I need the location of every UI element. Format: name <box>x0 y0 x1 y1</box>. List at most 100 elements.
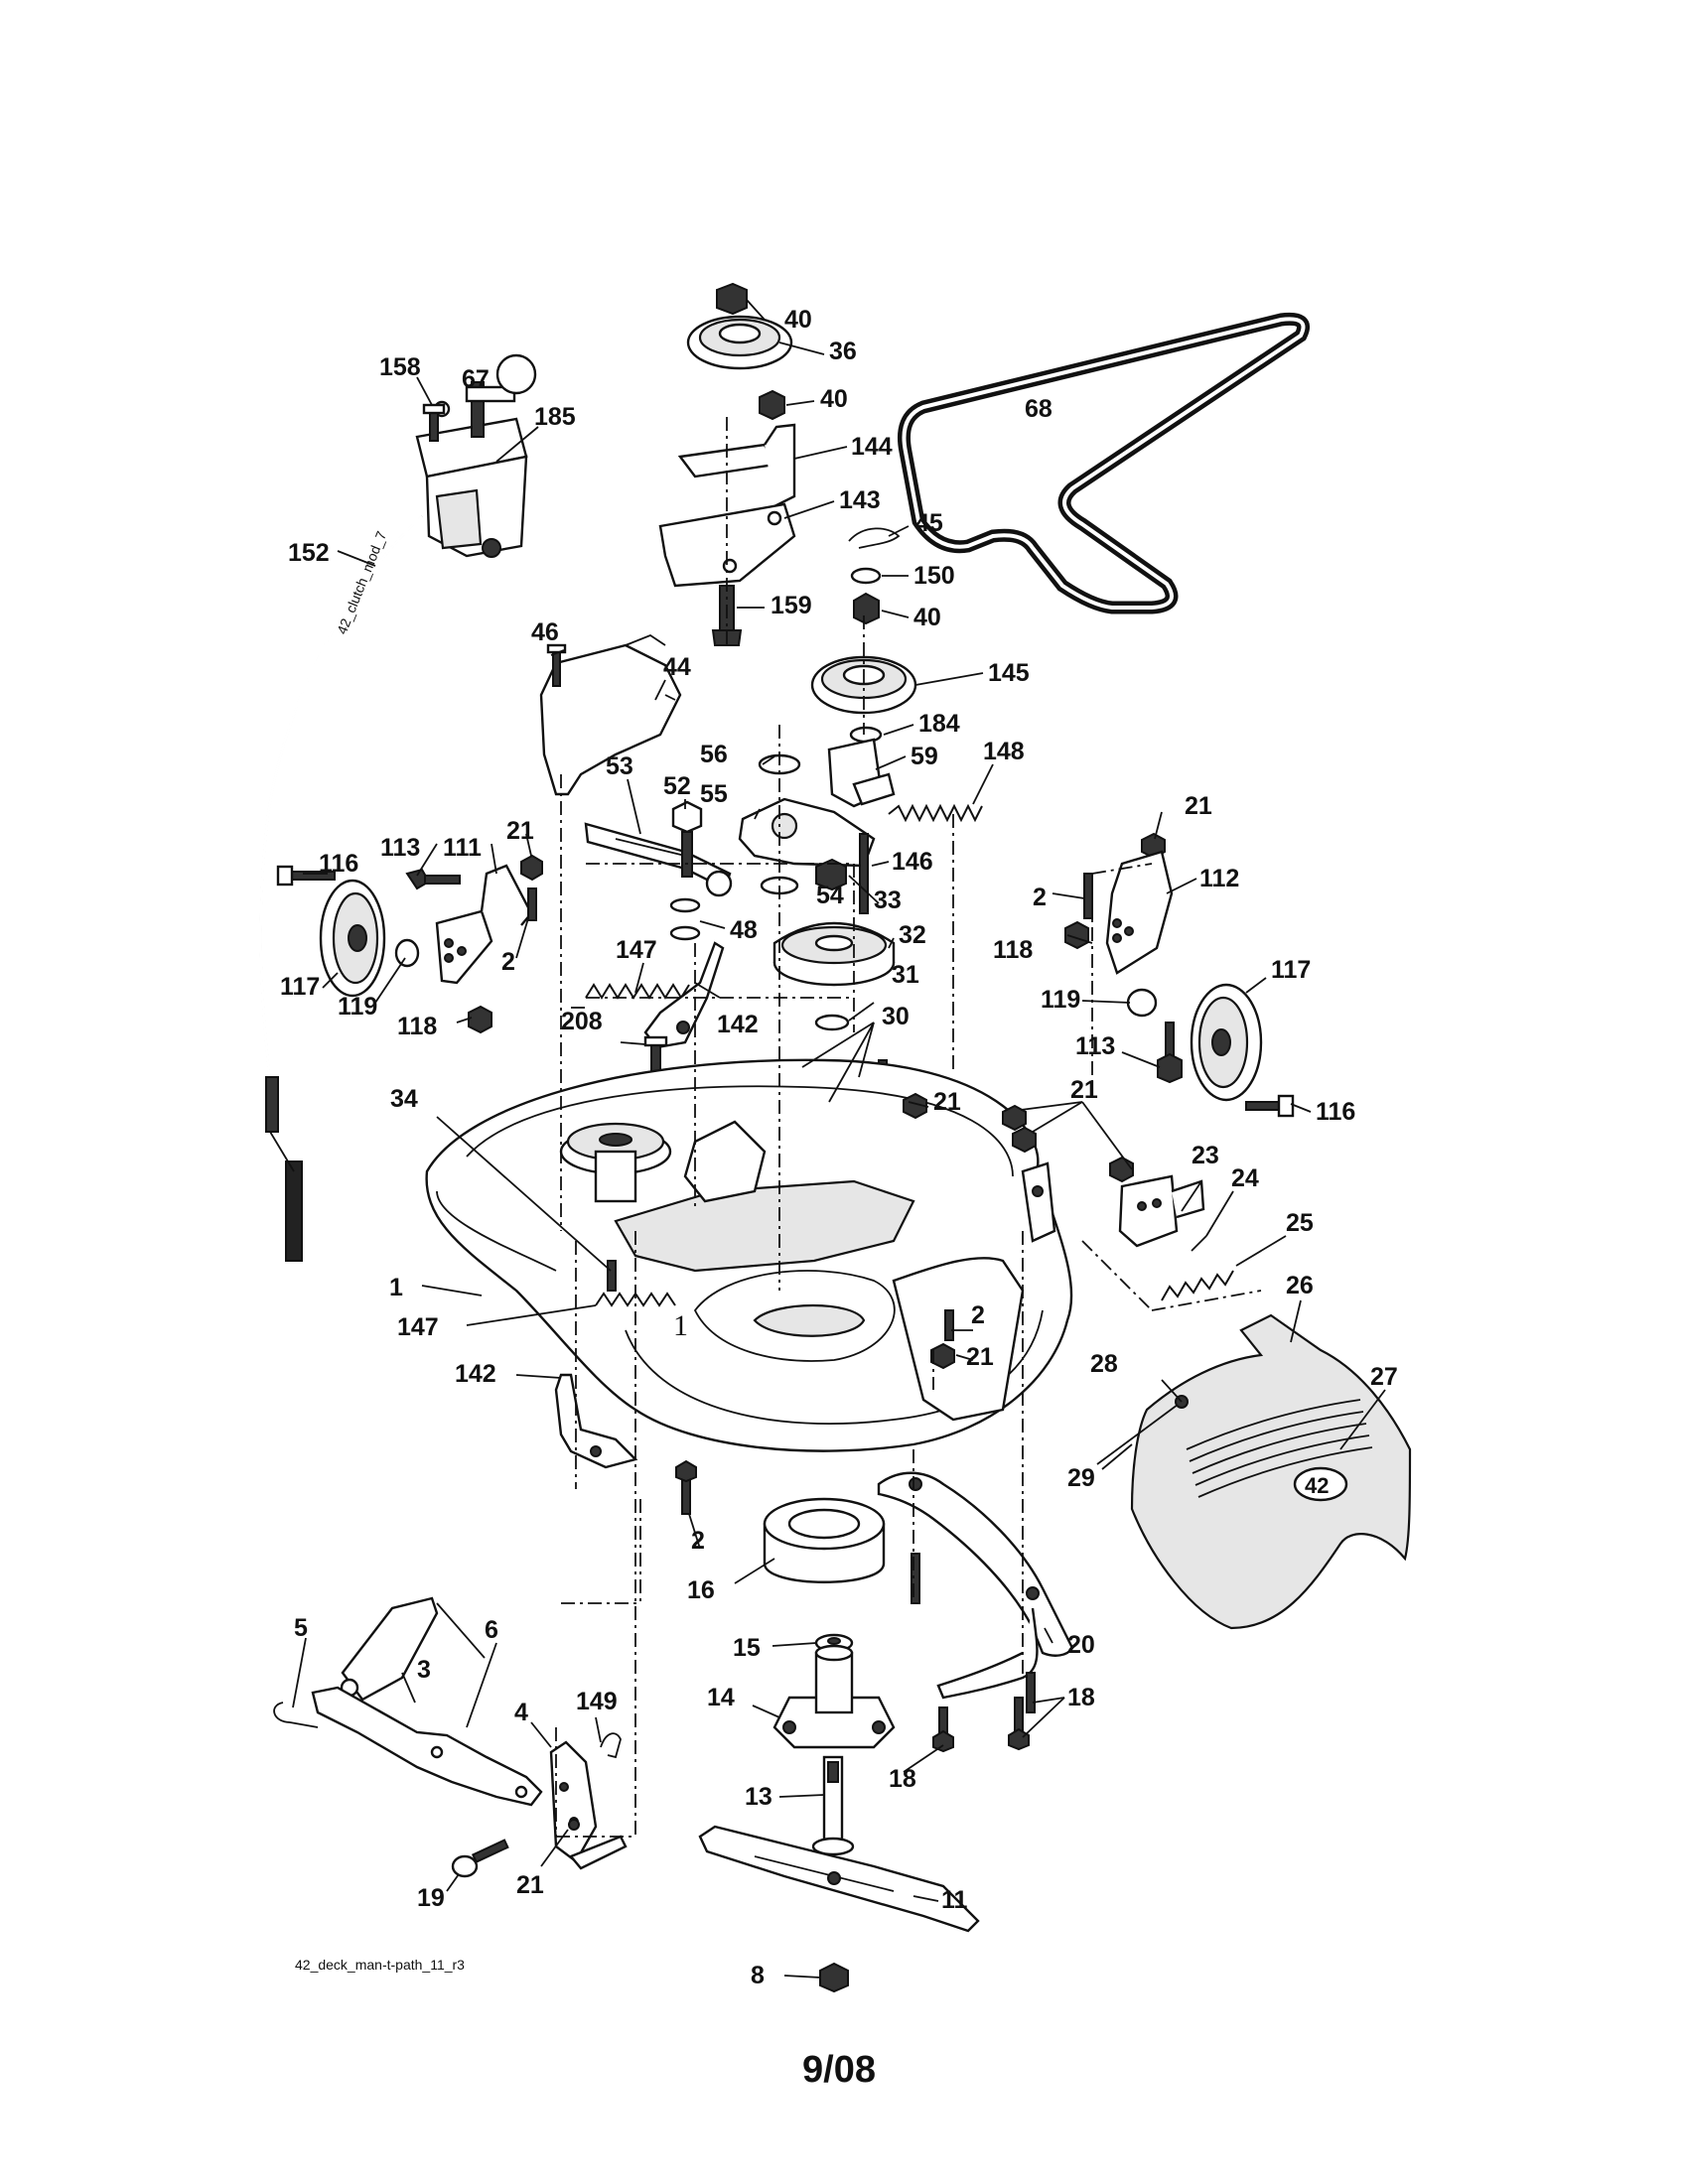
idler-arm-53 <box>584 822 733 897</box>
callout-184: 184 <box>918 710 960 738</box>
spring-25 <box>1161 1270 1234 1301</box>
cable-label: 42_clutch_mod_7 <box>334 528 389 636</box>
callout-21: 21 <box>506 817 534 845</box>
bracket-142-lower <box>554 1373 638 1469</box>
callout-118: 118 <box>993 936 1033 964</box>
callout-113: 113 <box>380 834 420 862</box>
callout-labels: 40 36 40 144 143 159 45 150 40 145 184 5… <box>280 306 1398 1989</box>
bracket-111 <box>435 864 533 985</box>
callout-119: 119 <box>1041 986 1080 1014</box>
callout-31: 31 <box>892 961 919 989</box>
callout-68: 68 <box>1025 395 1052 423</box>
bolt-2-deck <box>944 1309 954 1341</box>
idler-arm-55 <box>738 797 876 868</box>
nut-21-deck-b <box>1002 1104 1037 1154</box>
callout-21: 21 <box>516 1871 544 1899</box>
callout-44: 44 <box>663 653 691 681</box>
callout-158: 158 <box>379 353 421 381</box>
callout-116: 116 <box>319 850 358 878</box>
callout-2: 2 <box>691 1527 705 1555</box>
washer-184 <box>849 726 883 744</box>
bracket-59 <box>827 738 896 808</box>
blade-11 <box>698 1825 980 1933</box>
callout-20: 20 <box>1067 1631 1095 1659</box>
callout-5: 5 <box>294 1614 308 1642</box>
hinge-bracket-23 <box>1118 1174 1205 1248</box>
callout-28: 28 <box>1090 1350 1118 1378</box>
callout-3: 3 <box>417 1656 431 1684</box>
callout-117: 117 <box>280 973 320 1001</box>
bracket-144 <box>677 423 796 508</box>
callout-53: 53 <box>606 752 633 780</box>
callout-112: 112 <box>1199 865 1239 892</box>
callout-117: 117 <box>1271 956 1311 984</box>
wheel-117-right <box>1190 983 1263 1102</box>
spacer-48 <box>669 897 701 941</box>
bracket-3 <box>340 1596 439 1702</box>
callout-2: 2 <box>1033 884 1047 911</box>
nut-21-deck-c <box>1109 1156 1134 1183</box>
callout-34: 34 <box>390 1085 418 1113</box>
bolt-116-left <box>276 865 336 887</box>
callout-14: 14 <box>707 1684 735 1711</box>
callout-152: 152 <box>288 539 330 567</box>
clip-5 <box>273 1702 319 1728</box>
nut-21-lower <box>568 1819 580 1831</box>
callout-147: 147 <box>616 936 657 964</box>
callout-2: 2 <box>501 948 515 976</box>
callout-149: 149 <box>576 1688 618 1715</box>
callout-33: 33 <box>874 887 902 914</box>
callout-40: 40 <box>784 306 812 334</box>
callout-40: 40 <box>913 604 941 631</box>
callout-1: 1 <box>389 1274 403 1301</box>
callout-13: 13 <box>745 1783 772 1811</box>
callout-67: 67 <box>462 365 490 393</box>
idler-pulley-36 <box>686 315 793 370</box>
bracket-112 <box>1105 850 1174 975</box>
callout-4: 4 <box>514 1699 528 1726</box>
callout-36: 36 <box>829 338 857 365</box>
bolt-113-left <box>405 868 461 890</box>
callout-21: 21 <box>1185 792 1212 820</box>
callout-59: 59 <box>911 743 938 770</box>
callout-116: 116 <box>1316 1098 1355 1126</box>
callout-24: 24 <box>1231 1164 1259 1192</box>
callout-142: 142 <box>455 1360 496 1388</box>
callout-113: 113 <box>1075 1032 1115 1060</box>
spring-147-upper <box>585 983 690 1000</box>
callout-18: 18 <box>889 1765 916 1793</box>
bolts-18 <box>911 1553 1036 1753</box>
bracket-4 <box>549 1740 628 1870</box>
nut-118-left <box>468 1005 492 1034</box>
callout-16: 16 <box>687 1576 715 1604</box>
belt-guard-44 <box>539 633 682 796</box>
callout-21: 21 <box>1070 1076 1098 1104</box>
callout-185: 185 <box>534 403 576 431</box>
callout-11: 11 <box>941 1886 968 1914</box>
bolt-19 <box>451 1839 509 1878</box>
callout-55: 55 <box>700 780 728 808</box>
callout-146: 146 <box>892 848 933 876</box>
callout-18: 18 <box>1067 1684 1095 1711</box>
nut-21-left <box>520 854 543 882</box>
wheel-117-left <box>319 879 386 998</box>
nut-33 <box>815 858 847 891</box>
nut-21-deck-d <box>930 1342 955 1370</box>
deck-number-mark: 1 <box>673 1309 688 1342</box>
screw-146 <box>859 833 869 914</box>
callout-52: 52 <box>663 772 691 800</box>
callout-19: 19 <box>417 1884 445 1912</box>
mower-deck-1: 1 <box>425 1058 1073 1452</box>
callout-142: 142 <box>717 1011 759 1038</box>
assembly-phantom-lines <box>555 417 1262 1838</box>
callout-46: 46 <box>531 618 559 646</box>
washer-119-right <box>1126 988 1158 1018</box>
rod-29 <box>1096 1401 1183 1465</box>
spacer-16 <box>763 1497 886 1583</box>
bolt-2-right <box>1083 873 1093 919</box>
callout-147: 147 <box>397 1313 439 1341</box>
callout-27: 27 <box>1370 1363 1398 1391</box>
drawing-id: 42_deck_man-t-path_11_r3 <box>295 1957 465 1973</box>
nut-40-top <box>716 282 748 316</box>
